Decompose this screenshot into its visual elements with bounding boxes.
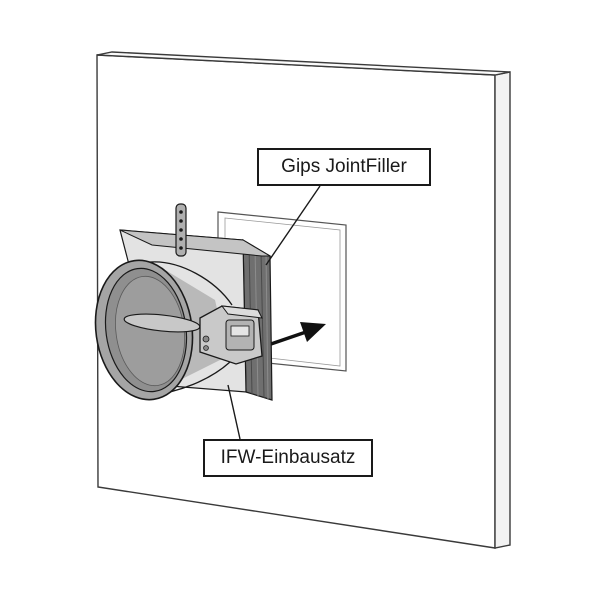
installation-kit-leader [227, 384, 241, 440]
installation-kit-label-text: IFW-Einbausatz [220, 447, 356, 468]
actuator-housing [199, 305, 263, 365]
damper-housing [94, 259, 233, 401]
installation-kit-label: IFW-Einbausatz [203, 439, 373, 477]
hanger-strap [175, 203, 187, 257]
joint-filler-label-text: Gips JointFiller [281, 156, 407, 177]
joint-filler-label: Gips JointFiller [257, 148, 431, 186]
arrow-right-icon [266, 322, 326, 347]
joint-filler-leader [265, 185, 321, 266]
